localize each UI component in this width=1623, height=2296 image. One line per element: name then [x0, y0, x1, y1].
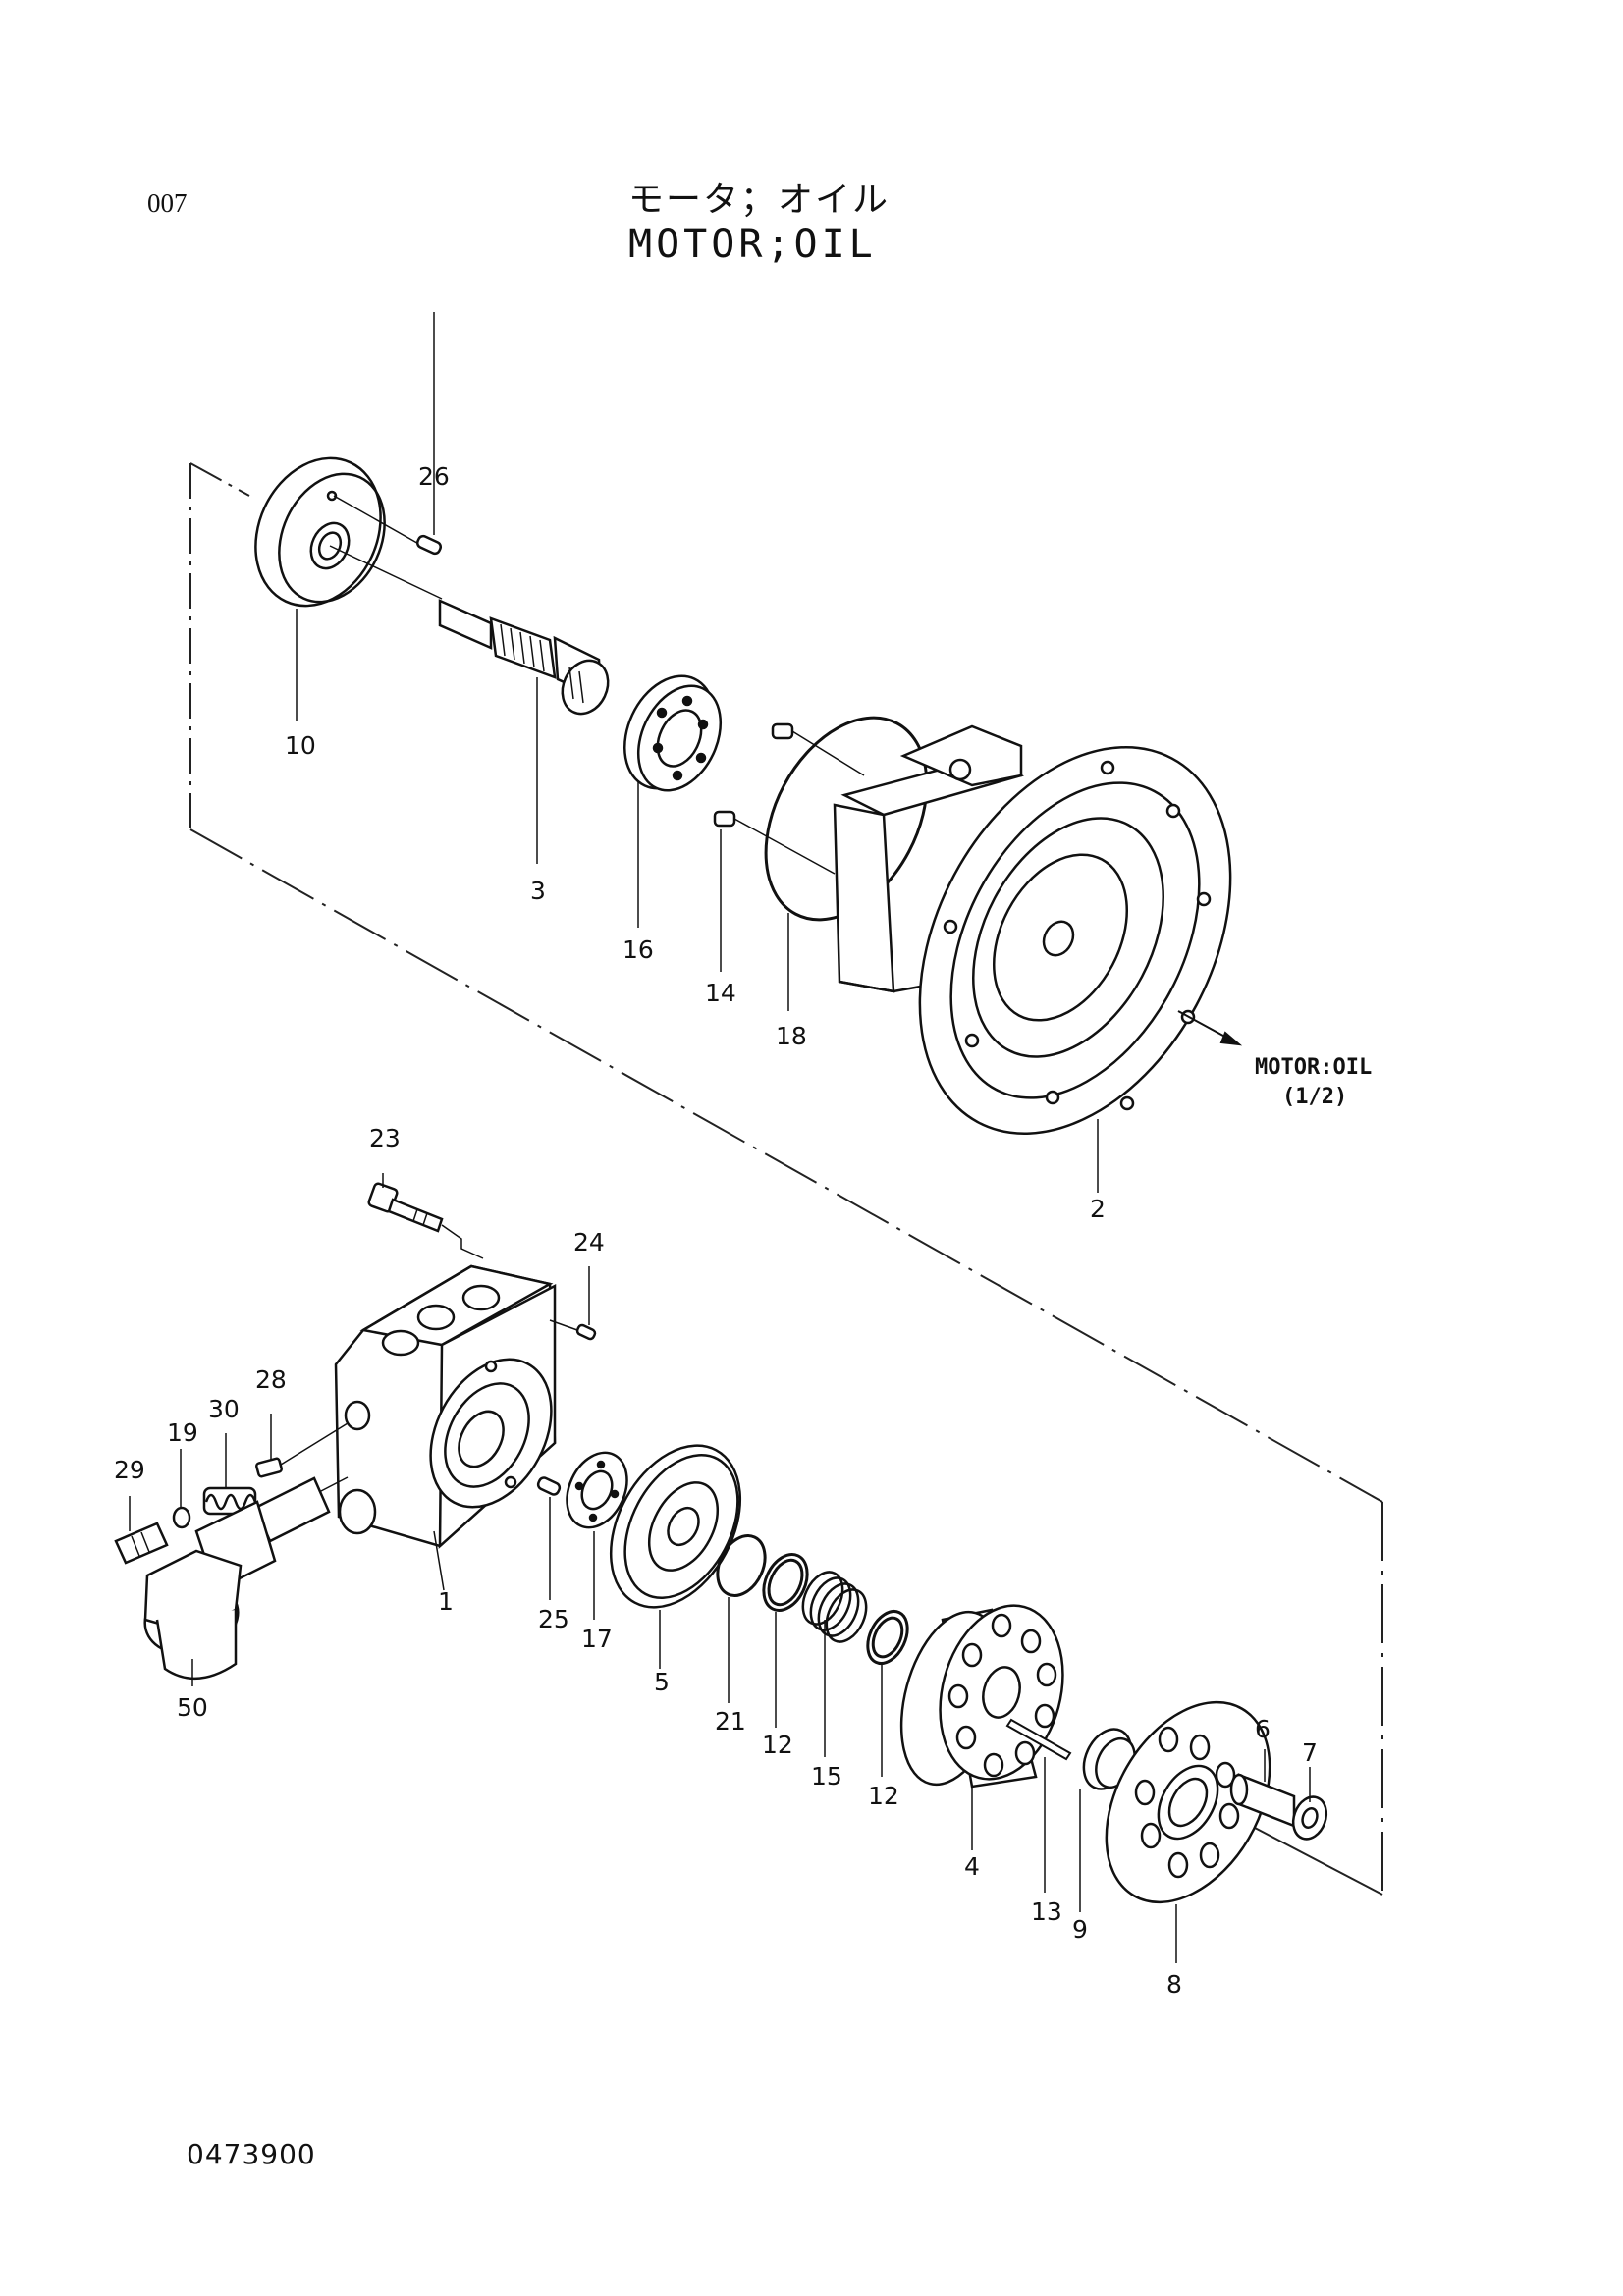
part-1-valve-casing [334, 1264, 557, 1549]
callout-1: 1 [438, 1587, 454, 1616]
callout-12-left: 12 [762, 1731, 793, 1759]
callout-25: 25 [538, 1605, 569, 1633]
part-6-piston [1229, 1773, 1296, 1828]
callout-10: 10 [285, 731, 316, 760]
part-23-bolt [367, 1182, 484, 1259]
part-15-spring [801, 1571, 868, 1643]
part-14-plugs [713, 722, 865, 875]
callout-29: 29 [114, 1456, 145, 1484]
callout-13: 13 [1031, 1897, 1062, 1926]
callout-30: 30 [208, 1395, 240, 1423]
callout-9: 9 [1072, 1915, 1088, 1944]
assembly-boundary-lines [189, 462, 1383, 1896]
part-50-relief-valve [143, 1476, 349, 1681]
callout-21: 21 [715, 1707, 746, 1735]
part-18-o-ring [764, 716, 929, 922]
callout-5: 5 [654, 1668, 670, 1696]
part-10-cover [254, 456, 386, 608]
part-29-plug [114, 1522, 169, 1565]
part-26-pin [333, 495, 443, 556]
leader-lines [129, 312, 1311, 1963]
part-2-housing [833, 724, 1232, 1135]
title-japanese: モータ；オイル [628, 180, 891, 220]
callout-28: 28 [255, 1365, 287, 1394]
part-16-bearing [623, 674, 723, 792]
callout-7: 7 [1302, 1738, 1318, 1767]
part-8-retainer-plate [1105, 1700, 1271, 1904]
cross-reference-title: MOTOR:OIL [1255, 1055, 1372, 1080]
page-number: 007 [147, 188, 188, 218]
callout-8: 8 [1166, 1970, 1182, 1999]
cross-reference-page: (1/2) [1282, 1085, 1347, 1109]
callout-26: 26 [418, 462, 450, 491]
callout-19: 19 [167, 1418, 198, 1447]
callout-labels: 26 10 3 16 14 18 2 23 24 28 30 19 29 1 2… [114, 462, 1318, 1999]
part-7-shoe [1291, 1795, 1328, 1841]
callout-15: 15 [811, 1762, 842, 1790]
callout-23: 23 [369, 1124, 401, 1152]
cross-reference-arrow [1177, 1010, 1243, 1046]
part-24-pin [549, 1319, 597, 1341]
part-3-splined-shaft [329, 545, 610, 716]
drawing-code: 0473900 [187, 2138, 316, 2170]
callout-2: 2 [1090, 1195, 1106, 1223]
part-19-o-ring [172, 1506, 191, 1529]
callout-4: 4 [964, 1852, 980, 1881]
callout-24: 24 [573, 1228, 605, 1256]
part-21-snap-ring [716, 1534, 767, 1597]
callout-12-right: 12 [868, 1782, 899, 1810]
title-english: MOTOR;OIL [628, 222, 877, 267]
callout-14: 14 [705, 979, 736, 1007]
part-12-washer-right [866, 1610, 909, 1665]
part-17-bearing [566, 1451, 628, 1529]
part-5-valve-plate [609, 1444, 742, 1609]
callout-18: 18 [776, 1022, 807, 1050]
part-28-plug [255, 1422, 349, 1478]
part-4-cylinder-block [899, 1604, 1064, 1789]
callout-17: 17 [581, 1625, 613, 1653]
callout-16: 16 [622, 935, 654, 964]
callout-6: 6 [1255, 1715, 1271, 1743]
part-12-washer-left [762, 1553, 809, 1612]
part-30-spring [202, 1486, 257, 1516]
callout-3: 3 [530, 877, 546, 905]
part-25-pin [536, 1476, 562, 1496]
callout-50: 50 [177, 1693, 208, 1722]
part-13-pin [1005, 1718, 1072, 1761]
